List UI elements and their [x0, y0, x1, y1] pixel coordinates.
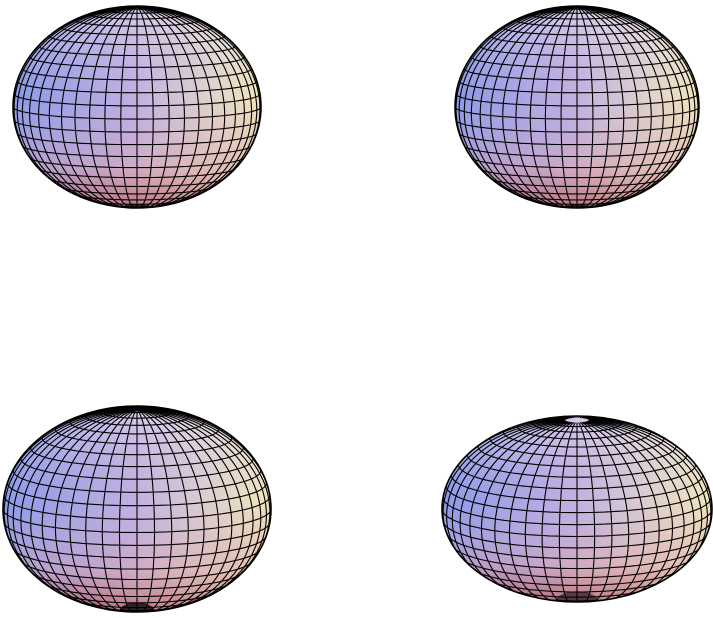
surface-plot-1 — [12, 5, 262, 209]
meridian-line — [69, 408, 138, 612]
meridian-line — [586, 421, 685, 599]
surface-mesh — [3, 406, 271, 612]
meridian-line — [48, 6, 138, 208]
meridian-line — [544, 6, 578, 208]
meridian-line — [20, 408, 138, 606]
meridian-line — [480, 421, 569, 601]
meridian-line — [584, 421, 660, 602]
meridian-line — [479, 6, 578, 208]
meridian-line — [136, 408, 220, 612]
meridian-line — [136, 6, 226, 208]
meridian-line — [30, 408, 138, 609]
meridian-line — [136, 408, 205, 612]
meridian-line — [136, 408, 173, 612]
meridian-line — [529, 6, 578, 208]
surface-plot-4 — [441, 415, 713, 603]
meridian-line — [136, 6, 170, 208]
meridian-line — [576, 6, 652, 208]
surface-plot-2 — [454, 5, 700, 209]
meridian-line — [136, 6, 253, 206]
meridian-line — [576, 6, 639, 208]
meridian-line — [41, 408, 138, 611]
meridian-line — [459, 420, 567, 595]
meridian-line — [60, 6, 138, 208]
meridian-line — [136, 408, 262, 602]
meridian-line — [74, 6, 138, 208]
meridian-line — [85, 408, 138, 612]
pole-cap — [561, 204, 593, 208]
meridian-line — [587, 420, 695, 595]
meridian-line — [104, 6, 138, 208]
pole-cap — [120, 204, 154, 208]
meridian-line — [560, 6, 578, 208]
meridian-line — [576, 6, 691, 206]
meridian-line — [136, 408, 233, 611]
surface-outline — [12, 5, 262, 209]
meridian-line — [576, 6, 594, 208]
meridian-line — [136, 408, 156, 612]
meridian-line — [515, 6, 578, 208]
meridian-line — [582, 421, 646, 602]
meridian-line — [585, 421, 674, 601]
meridian-line — [579, 416, 588, 419]
meridian-line — [136, 408, 189, 612]
meridian-line — [566, 416, 575, 419]
meridian-line — [38, 6, 138, 208]
meridian-line — [136, 6, 154, 208]
meridian-line — [136, 408, 254, 606]
meridian-line — [136, 6, 186, 208]
meridian-line — [136, 6, 245, 207]
meridian-line — [576, 6, 625, 208]
meridian-line — [576, 6, 610, 208]
meridian-line — [490, 6, 578, 208]
surface-outline — [454, 5, 700, 209]
meridian-line — [29, 6, 138, 207]
meridian-line — [541, 422, 575, 602]
meridian-line — [524, 421, 573, 602]
meridian-line — [494, 421, 570, 602]
meridian-line — [469, 421, 568, 599]
meridian-line — [120, 6, 138, 208]
meridian-line — [470, 6, 578, 207]
meridian-line — [579, 422, 613, 602]
meridian-line — [21, 6, 138, 206]
meridian-line — [582, 416, 600, 419]
surface-plot-3 — [2, 405, 272, 613]
meridian-line — [101, 408, 138, 612]
meridian-line — [88, 6, 138, 208]
meridian-line — [12, 408, 138, 602]
meridian-line — [136, 6, 214, 208]
meridian-line — [576, 6, 664, 208]
meridian-line — [54, 408, 138, 612]
meridian-line — [118, 408, 138, 612]
meridian-line — [502, 6, 578, 208]
meridian-line — [576, 6, 675, 208]
meridian-line — [554, 416, 572, 419]
meridian-line — [581, 421, 630, 602]
meridian-line — [136, 408, 244, 609]
meridian-line — [7, 408, 138, 590]
meridian-line — [576, 6, 684, 207]
meridian-line — [136, 6, 200, 208]
surface-outline — [2, 405, 272, 613]
meridian-line — [136, 6, 236, 208]
meridian-line — [463, 6, 578, 206]
meridian-line — [508, 421, 572, 602]
meridian-line — [136, 408, 267, 590]
surface-outline — [441, 415, 713, 603]
pole-cap — [555, 591, 599, 602]
